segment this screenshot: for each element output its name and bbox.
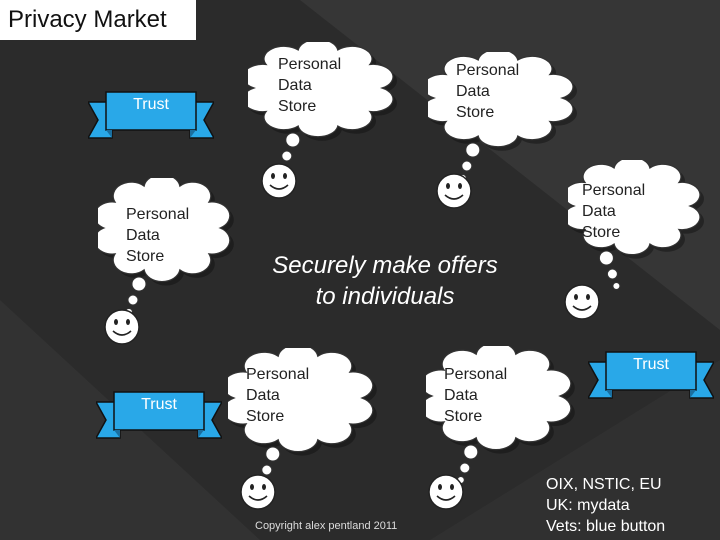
bubble-cloud xyxy=(428,52,574,148)
personal-data-store-label: Personal Data Store xyxy=(456,62,520,121)
bubble-tail-dot xyxy=(261,464,273,476)
bubble-cloud xyxy=(248,42,394,138)
bubble-tail-dot xyxy=(131,276,147,292)
bubble-cloud xyxy=(98,178,231,283)
smiley-face-icon xyxy=(104,309,140,345)
personal-data-store-label: Personal Data Store xyxy=(444,366,508,425)
copyright-text: Copyright alex pentland 2011 xyxy=(255,520,398,532)
personal-data-store-label: Personal Data Store xyxy=(278,56,342,115)
trust-ribbon xyxy=(588,351,714,399)
bubble-cloud xyxy=(426,346,572,451)
smiley-face-icon xyxy=(428,474,464,510)
trust-label: Trust xyxy=(133,96,169,113)
bubble-tail-dot xyxy=(127,294,139,306)
title-box: Privacy Market xyxy=(0,0,196,40)
smiley-face-icon xyxy=(240,474,276,510)
trust-ribbon xyxy=(96,391,222,439)
bubble-tail-dot xyxy=(612,282,621,290)
thought-bubble xyxy=(568,160,704,290)
bubble-tail-dot xyxy=(285,132,301,148)
bubble-tail-dot xyxy=(606,268,618,280)
thought-bubble xyxy=(426,346,575,484)
personal-data-store-label: Personal Data Store xyxy=(126,206,190,265)
slide-title: Privacy Market xyxy=(8,6,167,33)
bubble-tail-dot xyxy=(461,160,473,172)
note-line: UK: mydata xyxy=(546,497,630,514)
thought-bubble xyxy=(98,178,234,316)
bubble-tail-dot xyxy=(281,150,293,162)
center-caption: Securely make offers to individuals xyxy=(272,252,498,310)
note-line: Vets: blue button xyxy=(546,518,666,535)
bubble-tail-dot xyxy=(465,142,481,158)
note-line: OIX, NSTIC, EU xyxy=(546,476,662,493)
smiley-face-icon xyxy=(261,163,297,199)
personal-data-store-label: Personal Data Store xyxy=(582,182,646,241)
bubble-cloud xyxy=(568,160,701,256)
smiley-face-icon xyxy=(564,284,600,320)
initiatives-note: OIX, NSTIC, EU UK: mydata Vets: blue but… xyxy=(546,474,665,537)
trust-label: Trust xyxy=(141,396,177,413)
bubble-cloud xyxy=(228,348,374,453)
smiley-face-icon xyxy=(436,173,472,209)
thought-bubble xyxy=(228,348,377,486)
bubble-tail-dot xyxy=(463,444,479,460)
bubble-tail-dot xyxy=(459,462,471,474)
thought-bubble xyxy=(428,52,577,182)
trust-ribbon xyxy=(88,91,214,139)
trust-label: Trust xyxy=(633,356,669,373)
personal-data-store-label: Personal Data Store xyxy=(246,366,310,425)
bubble-tail-dot xyxy=(598,250,614,266)
bubble-tail-dot xyxy=(265,446,281,462)
